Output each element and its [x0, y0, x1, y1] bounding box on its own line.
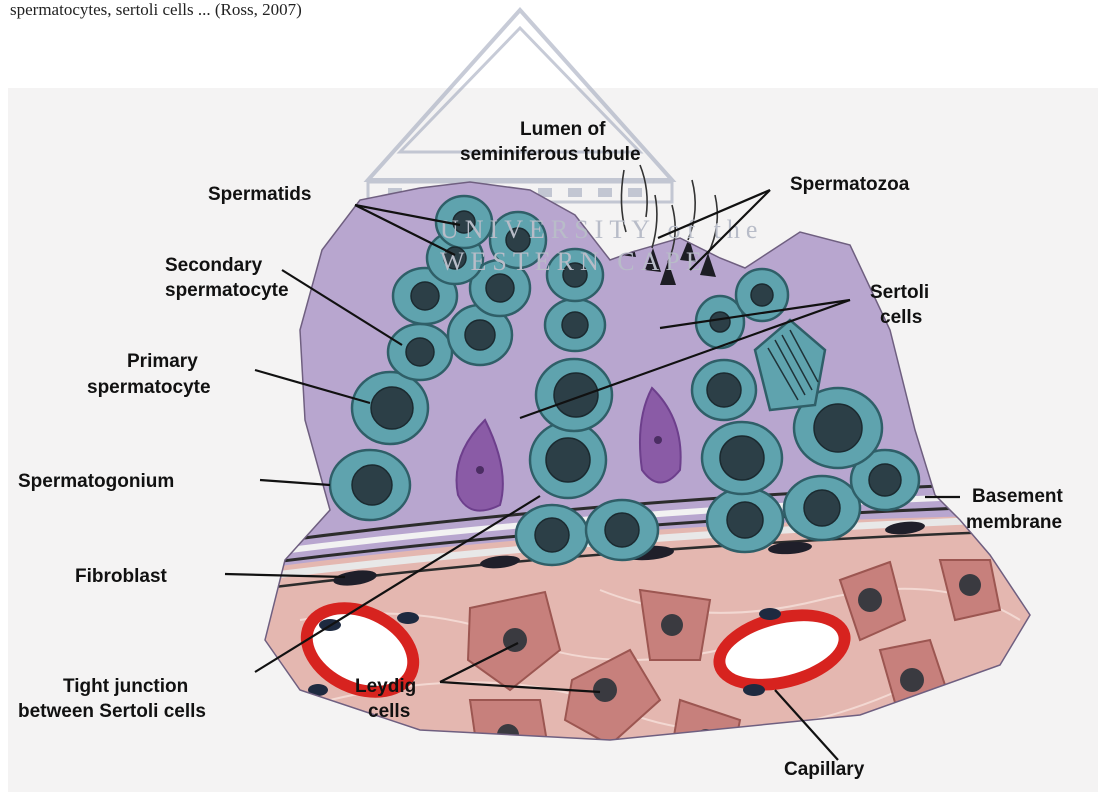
label-basement-membrane-line2: membrane	[966, 512, 1062, 533]
label-leydig-cells-line2: cells	[368, 701, 410, 722]
label-sertoli-cells-line2: cells	[880, 307, 922, 328]
label-primary-spermatocyte-line1: Primary	[127, 351, 198, 372]
watermark-line2: WESTERN CAPE	[440, 247, 708, 276]
label-leydig-cells-line1: Leydig	[355, 676, 416, 697]
university-building-watermark	[368, 10, 672, 202]
label-primary-spermatocyte-line2: spermatocyte	[87, 377, 211, 398]
label-lumen-line1: Lumen of	[520, 119, 606, 140]
label-spermatozoa: Spermatozoa	[790, 174, 910, 195]
label-tight-junction-line2: between Sertoli cells	[18, 701, 206, 722]
label-fibroblast: Fibroblast	[75, 566, 168, 587]
label-basement-membrane-line1: Basement	[972, 486, 1063, 507]
label-tight-junction-line1: Tight junction	[63, 676, 188, 697]
watermark-line1: UNIVERSITY of the	[440, 215, 763, 244]
label-capillary: Capillary	[784, 759, 865, 780]
label-lumen-line2: seminiferous tubule	[460, 144, 641, 165]
label-spermatids: Spermatids	[208, 184, 311, 205]
label-spermatogonium: Spermatogonium	[18, 471, 174, 492]
label-secondary-spermatocyte-line1: Secondary	[165, 255, 263, 276]
label-sertoli-cells-line1: Sertoli	[870, 282, 929, 303]
label-secondary-spermatocyte-line2: spermatocyte	[165, 280, 289, 301]
